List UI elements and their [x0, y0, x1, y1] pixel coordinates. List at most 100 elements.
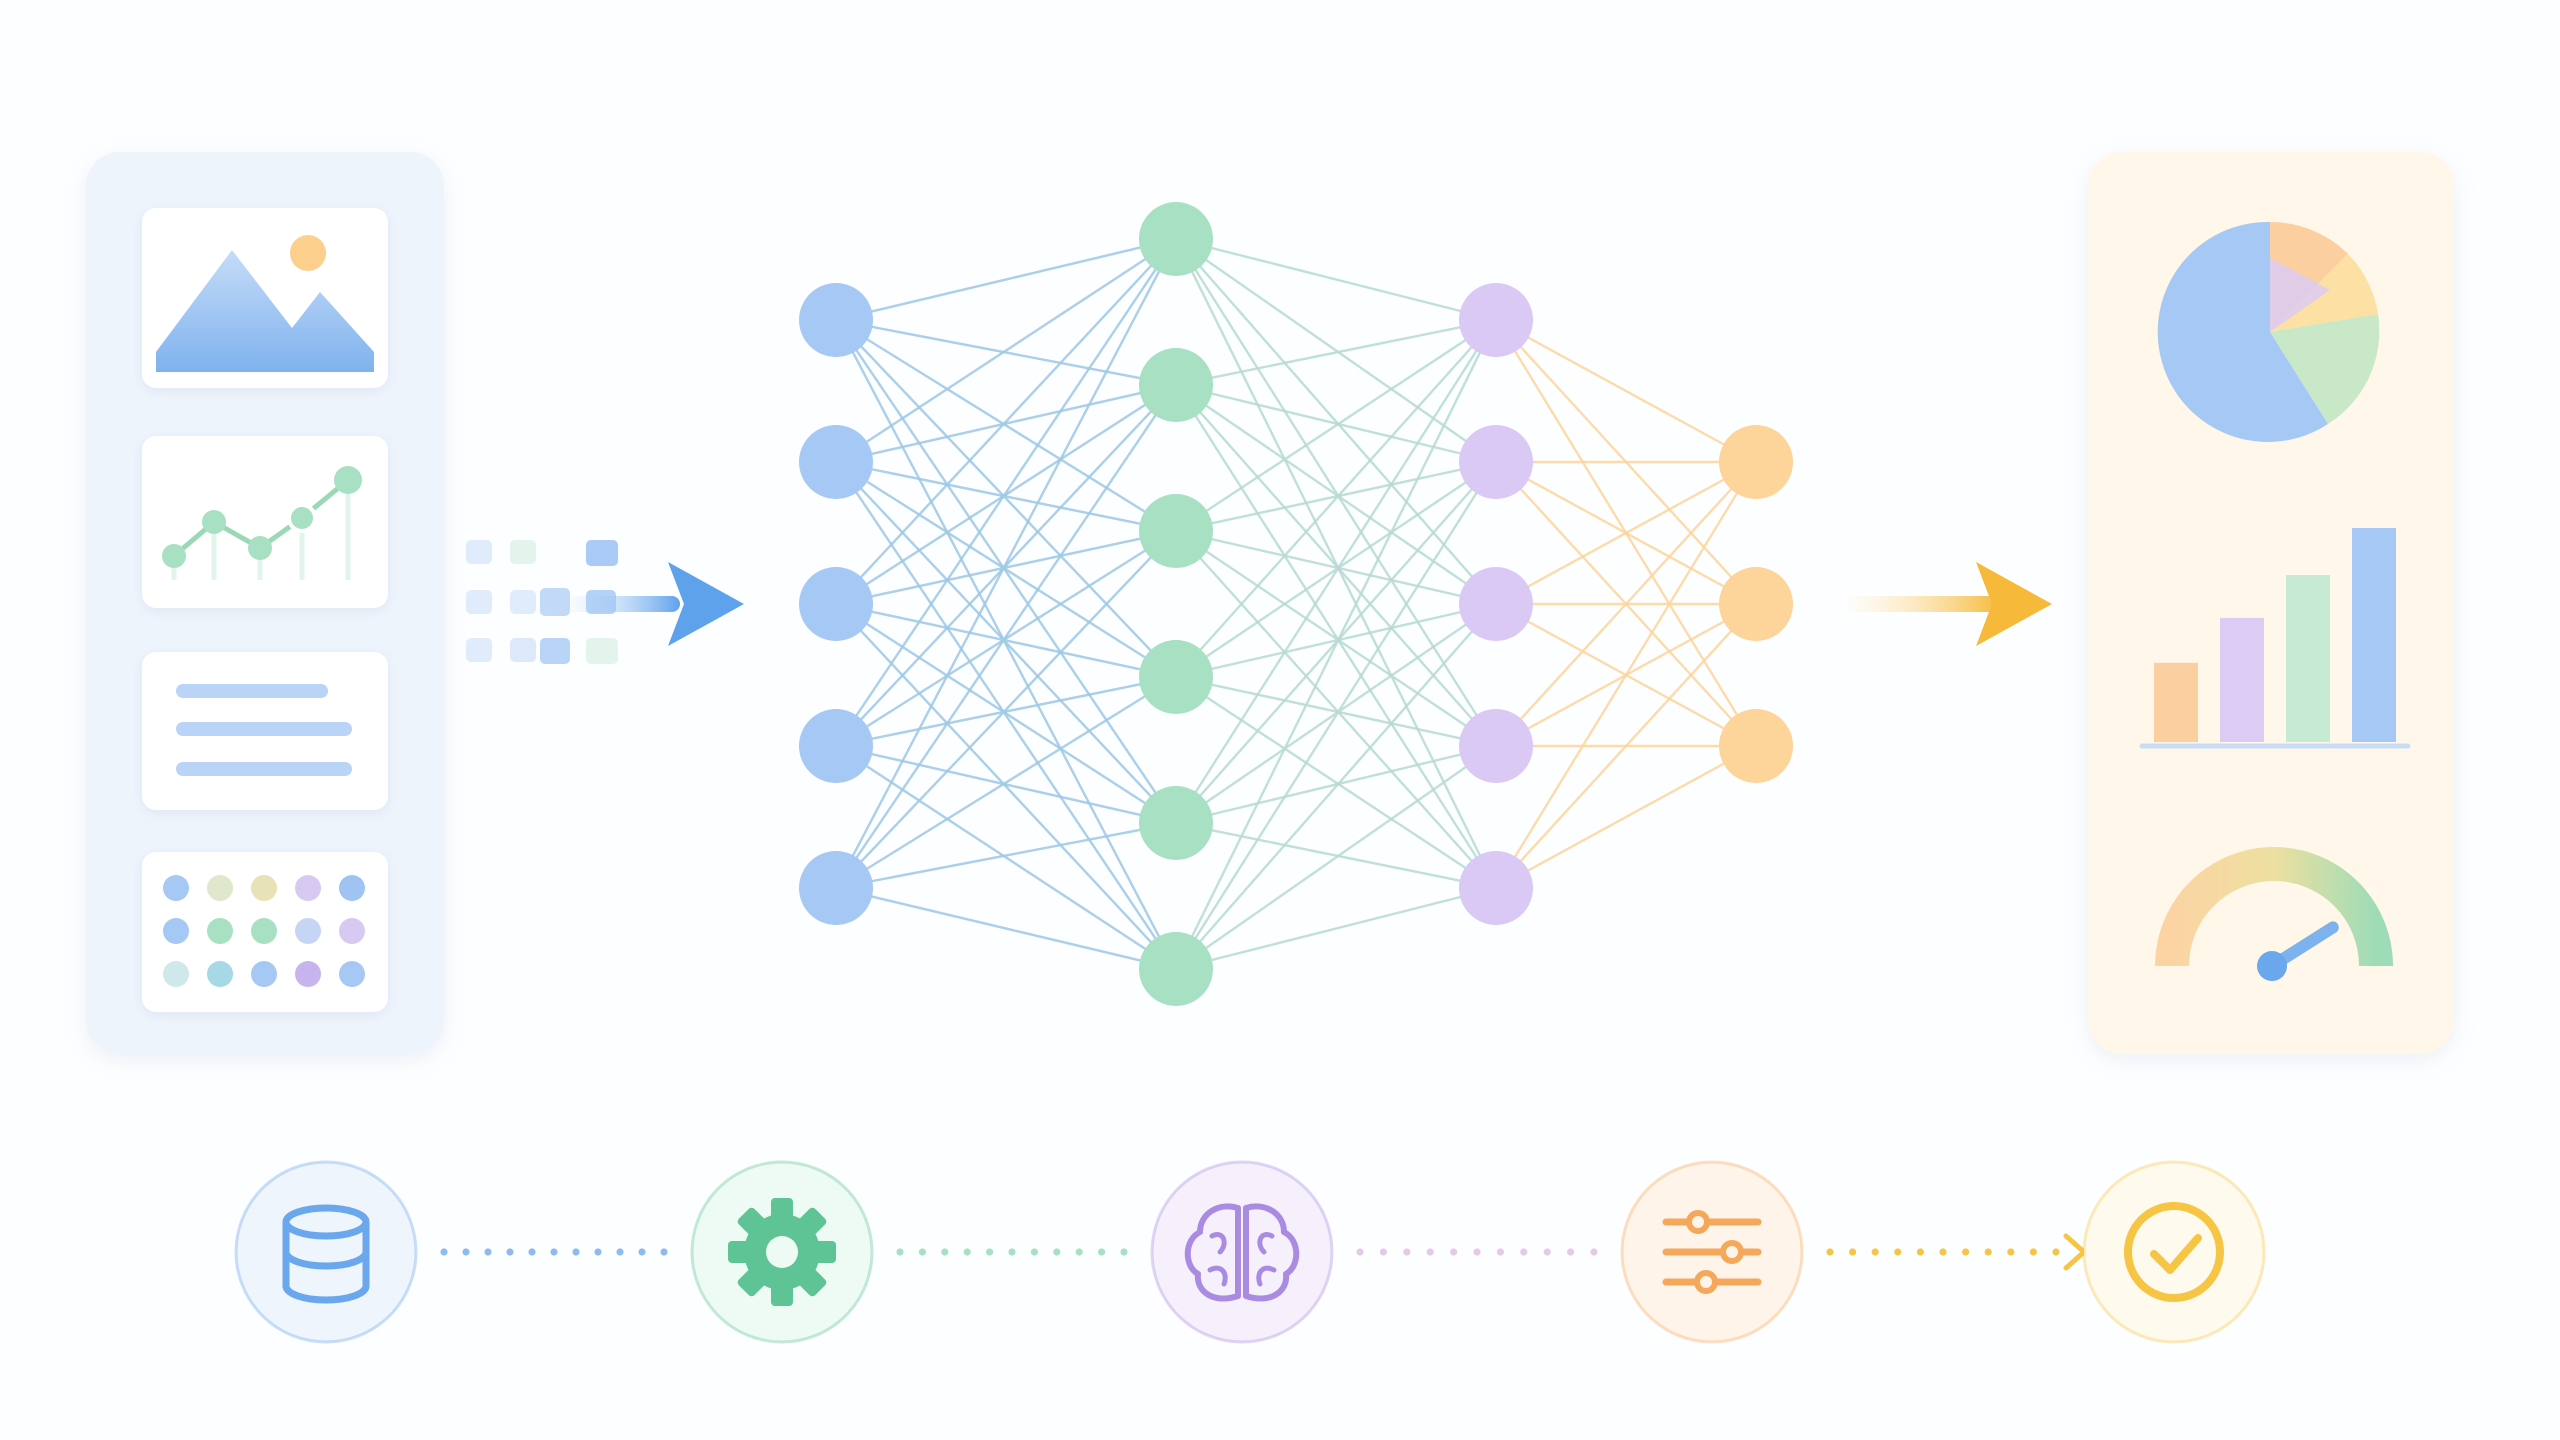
grid-dot [207, 875, 233, 901]
pipeline-connector-dot [1450, 1248, 1458, 1256]
pipeline-connector-dot [550, 1248, 558, 1256]
pipeline-connector-dot [1567, 1248, 1575, 1256]
network-connection [1495, 603, 1757, 747]
network-connection [1174, 461, 1498, 970]
network-connection [835, 384, 1177, 747]
network-connection [835, 744, 1177, 825]
network-connection [835, 318, 1177, 387]
pipeline-connector-dot [1379, 1248, 1387, 1256]
network-connection [1175, 530, 1497, 605]
grid-dot [295, 875, 321, 901]
network-connection [835, 461, 1177, 824]
pipeline-connector-dot [896, 1248, 904, 1256]
network-connection [1495, 461, 1757, 747]
network-connection [1175, 745, 1497, 824]
pipeline-connector-dot [1473, 1248, 1481, 1256]
network-connection [835, 237, 1177, 322]
pipeline-connector-dot [1962, 1248, 1970, 1256]
line-chart-icon [162, 466, 362, 580]
hidden-layer-1-node [1139, 494, 1213, 568]
pipeline-connector-dot [2007, 1248, 2015, 1256]
network-connection [1175, 461, 1497, 824]
grid-dot [251, 961, 277, 987]
network-connection [1175, 744, 1497, 825]
database-step [234, 1160, 418, 1344]
network-connection [835, 602, 1177, 825]
hidden-layer-2-node [1459, 567, 1533, 641]
pipeline-connector-dot [1871, 1248, 1879, 1256]
network-connection [1175, 319, 1497, 532]
sliders-step [1620, 1160, 1804, 1344]
pipeline-connector-dot [1916, 1248, 1924, 1256]
network-connection [1495, 319, 1757, 747]
network-connection [835, 675, 1177, 890]
pipeline-connector-dot [484, 1248, 492, 1256]
pie-chart-icon [2157, 221, 2380, 442]
pipeline-connector-dot [2029, 1248, 2037, 1256]
network-connection [835, 238, 1177, 605]
grid-dot [163, 875, 189, 901]
pipeline-connector-dot [1496, 1248, 1504, 1256]
network-connection [1175, 461, 1497, 970]
network-connection [835, 238, 1177, 605]
pipeline-connector-dot [1590, 1248, 1598, 1256]
network-connection [835, 238, 1177, 321]
image-icon [156, 235, 374, 372]
pipeline-connector-dot [1849, 1248, 1857, 1256]
step-circle [234, 1160, 418, 1344]
network-connection [1175, 603, 1497, 678]
network-connection [1495, 319, 1757, 605]
network-connection [1174, 319, 1498, 970]
pipeline-connector-dot [616, 1248, 624, 1256]
network-connections [834, 237, 1758, 971]
network-connection [1175, 383, 1497, 464]
network-connection [1175, 384, 1497, 747]
network-connection [835, 319, 1177, 678]
hidden-layer-1-node [1139, 786, 1213, 860]
network-connection [1175, 319, 1497, 386]
grid-dot [295, 961, 321, 987]
network-connection [835, 319, 1177, 970]
network-connection [835, 603, 1177, 678]
network-connection [1175, 238, 1497, 889]
network-connection [1175, 745, 1497, 970]
network-connection [835, 384, 1177, 889]
network-connection [1175, 461, 1497, 678]
network-connection [835, 237, 1177, 464]
network-connection [835, 821, 1177, 890]
grid-dot [339, 875, 365, 901]
network-connection [835, 461, 1177, 532]
network-connection [835, 319, 1177, 532]
pipeline-connector-dot [1426, 1248, 1434, 1256]
network-connection [835, 822, 1177, 889]
network-connection [1175, 319, 1497, 678]
input-card-text [142, 652, 388, 810]
network-connection [1494, 461, 1758, 889]
output-flow-arrow [1842, 562, 2052, 646]
sliders-icon [1662, 1210, 1762, 1294]
network-connection [1495, 461, 1757, 889]
network-connection [1175, 822, 1497, 889]
pipeline-connector-dot [462, 1248, 470, 1256]
network-connection [834, 238, 1178, 889]
output-layer-node [1719, 709, 1793, 783]
network-connection [1174, 319, 1498, 824]
pipeline-connector-dot [638, 1248, 646, 1256]
brain-step [1150, 1160, 1334, 1344]
pipeline-connector-dot [1075, 1248, 1083, 1256]
grid-dot [163, 961, 189, 987]
pipeline-connector-dot [1053, 1248, 1061, 1256]
network-connection [1495, 745, 1757, 889]
input-card-dot-grid [142, 852, 388, 1012]
pipeline-connector-dot [918, 1248, 927, 1256]
network-connection [1175, 318, 1497, 533]
pipeline-connector-dot [1120, 1248, 1128, 1256]
grid-dot [295, 918, 321, 944]
pipeline-connector-dot [440, 1248, 448, 1256]
input-layer-node [799, 283, 873, 357]
network-connection [1175, 237, 1497, 322]
network-connection [1495, 461, 1757, 747]
hidden-layer-1-node [1139, 932, 1213, 1006]
grid-dot [207, 918, 233, 944]
